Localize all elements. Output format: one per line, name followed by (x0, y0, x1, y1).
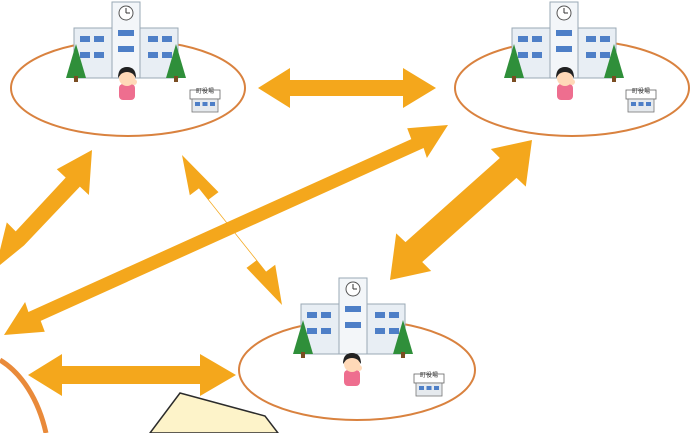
partial-circle-left (0, 357, 49, 433)
node-top-right: 町役場 (503, 1, 657, 113)
node-bottom-center: 町役場 (292, 277, 445, 397)
person-icon (556, 67, 575, 100)
double-arrow-left-bottom-center (28, 354, 236, 396)
town-hall-sign: 町役場 (632, 87, 650, 95)
school-building-icon (292, 277, 414, 359)
person-icon (343, 353, 362, 386)
person-icon (118, 67, 137, 100)
speech-callout (149, 392, 279, 433)
double-arrow-top-left-bottom-center (182, 155, 282, 305)
double-arrow-top-left-top-right (258, 68, 436, 108)
town-hall-sign: 町役場 (420, 371, 438, 379)
double-arrow-top-right-left-edge (4, 125, 448, 335)
double-arrow-left-edge-top-left (0, 150, 92, 265)
town-hall-sign: 町役場 (196, 87, 214, 95)
node-top-left: 町役場 (65, 1, 221, 113)
double-arrow-top-right-bottom-center (390, 140, 532, 280)
